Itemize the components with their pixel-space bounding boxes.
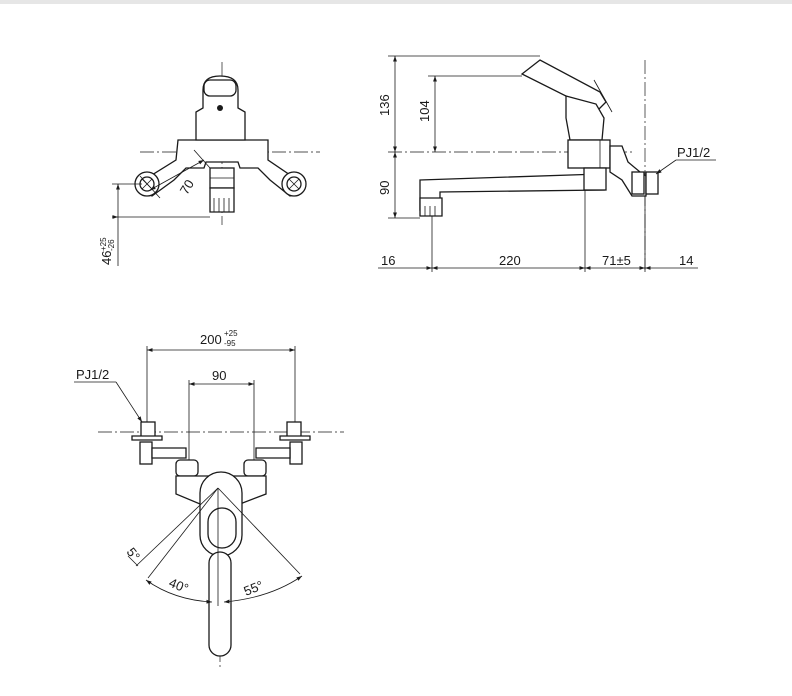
side-lever (520, 59, 607, 111)
dim-46-label: 46 (99, 251, 114, 265)
top-border (0, 0, 792, 4)
side-swivel-nut (583, 167, 607, 191)
side-wall-nut (645, 171, 659, 195)
top-view: 200 +25 -95 90 PJ1/2 (74, 329, 344, 668)
angle-5-label: 5° (124, 545, 143, 564)
top-right-stem (289, 441, 303, 465)
dim-46-tol-upper: +25 (99, 237, 108, 251)
handle-hole (217, 105, 223, 111)
angle-40-label: 40° (167, 575, 191, 596)
dim-136-label: 136 (377, 94, 392, 116)
dim-16-label: 16 (381, 253, 395, 268)
top-spout (208, 551, 232, 657)
side-pj-label: PJ1/2 (677, 145, 710, 160)
dim-90-label: 90 (377, 181, 392, 195)
angle-55-label: 55° (242, 578, 266, 599)
side-wall-flange (631, 171, 645, 195)
top-right-elbow (243, 459, 267, 477)
dim-14-label: 14 (679, 253, 693, 268)
top-handle-inner (207, 507, 237, 549)
dim-71-label: 71±5 (602, 253, 631, 268)
lever-top (203, 79, 237, 97)
dim-46-tol-lower: -26 (107, 239, 116, 251)
dim-220-label: 220 (499, 253, 521, 268)
dim-70-label: 70 (177, 177, 197, 197)
side-view: 136 104 90 16 220 71±5 14 PJ1/2 (377, 55, 716, 272)
side-spout (419, 173, 605, 211)
top-pj-label: PJ1/2 (76, 367, 109, 382)
side-spout-outlet (419, 197, 443, 217)
top-left-stem (139, 441, 153, 465)
arc-40 (145, 579, 213, 604)
front-view: 70 46 +25 -26 (99, 62, 320, 266)
dim-46-text-group: 46 +25 -26 (99, 237, 116, 265)
dim-200-tol-lower: -95 (224, 339, 236, 348)
dim-200-label: 200 (200, 332, 222, 347)
dim-90-top-label: 90 (212, 368, 226, 383)
side-body (567, 139, 611, 169)
dim-70-line (149, 159, 205, 191)
dim-104-label: 104 (417, 100, 432, 122)
top-left-elbow (175, 459, 199, 477)
spout-outlet (209, 187, 235, 213)
dim-200-tol-upper: +25 (224, 329, 238, 338)
arc-55 (223, 575, 303, 604)
